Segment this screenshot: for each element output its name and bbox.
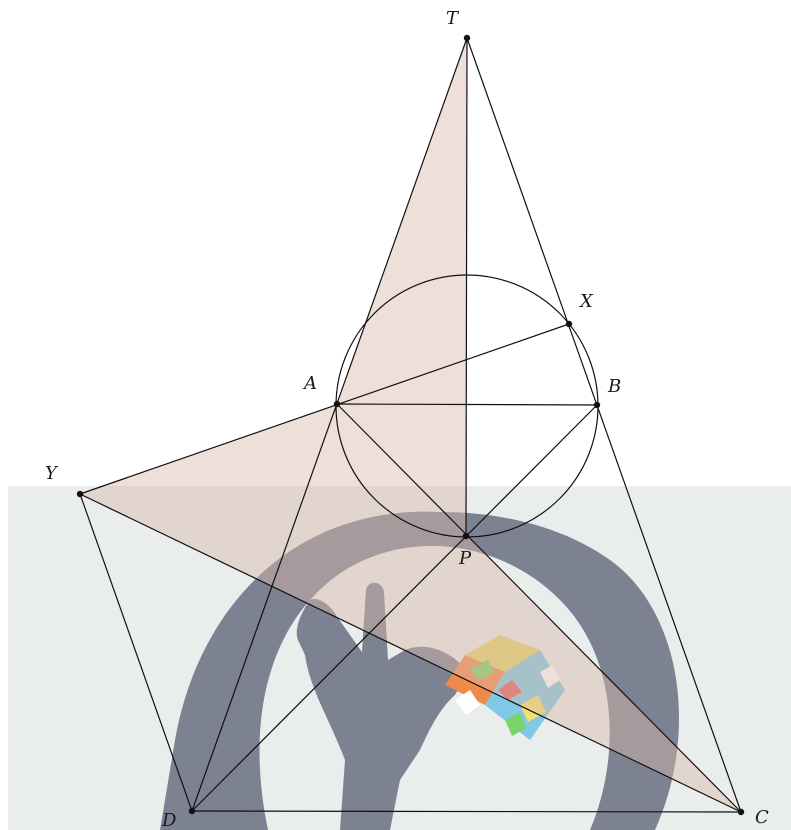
- label-C: C: [755, 807, 769, 828]
- point-labels: T X A B Y P D C: [45, 8, 769, 830]
- segment-YC: [79, 493, 742, 813]
- point-C: [737, 808, 745, 816]
- shaded-triangle-TAP: [337, 38, 467, 536]
- segment-YD: [79, 493, 193, 812]
- segment-TD: [191, 37, 468, 812]
- rubiks-cube-icon: [445, 635, 565, 740]
- segment-TP: [465, 37, 468, 537]
- shaded-triangle-YAC: [80, 404, 741, 812]
- point-Y: [76, 490, 84, 498]
- segment-BD: [191, 404, 598, 812]
- hand-cube-logo: [160, 511, 680, 830]
- label-A: A: [302, 373, 317, 394]
- point-T: [463, 34, 471, 42]
- label-T: T: [446, 8, 460, 29]
- label-D: D: [161, 810, 177, 830]
- segments: [79, 37, 742, 813]
- logo-ring: [160, 511, 680, 830]
- label-B: B: [607, 376, 621, 397]
- point-D: [188, 807, 196, 815]
- point-A: [333, 400, 341, 408]
- label-Y: Y: [45, 463, 59, 484]
- points: [76, 34, 745, 816]
- label-P: P: [458, 548, 472, 569]
- point-B: [593, 401, 601, 409]
- segment-DC: [191, 810, 742, 813]
- label-X: X: [578, 291, 594, 312]
- segment-TC: [466, 37, 742, 813]
- segment-AB: [336, 403, 598, 406]
- logo-hand: [296, 582, 468, 830]
- segment-YX: [79, 323, 570, 495]
- point-X: [565, 320, 573, 328]
- point-P: [462, 532, 470, 540]
- segment-AC: [336, 403, 742, 813]
